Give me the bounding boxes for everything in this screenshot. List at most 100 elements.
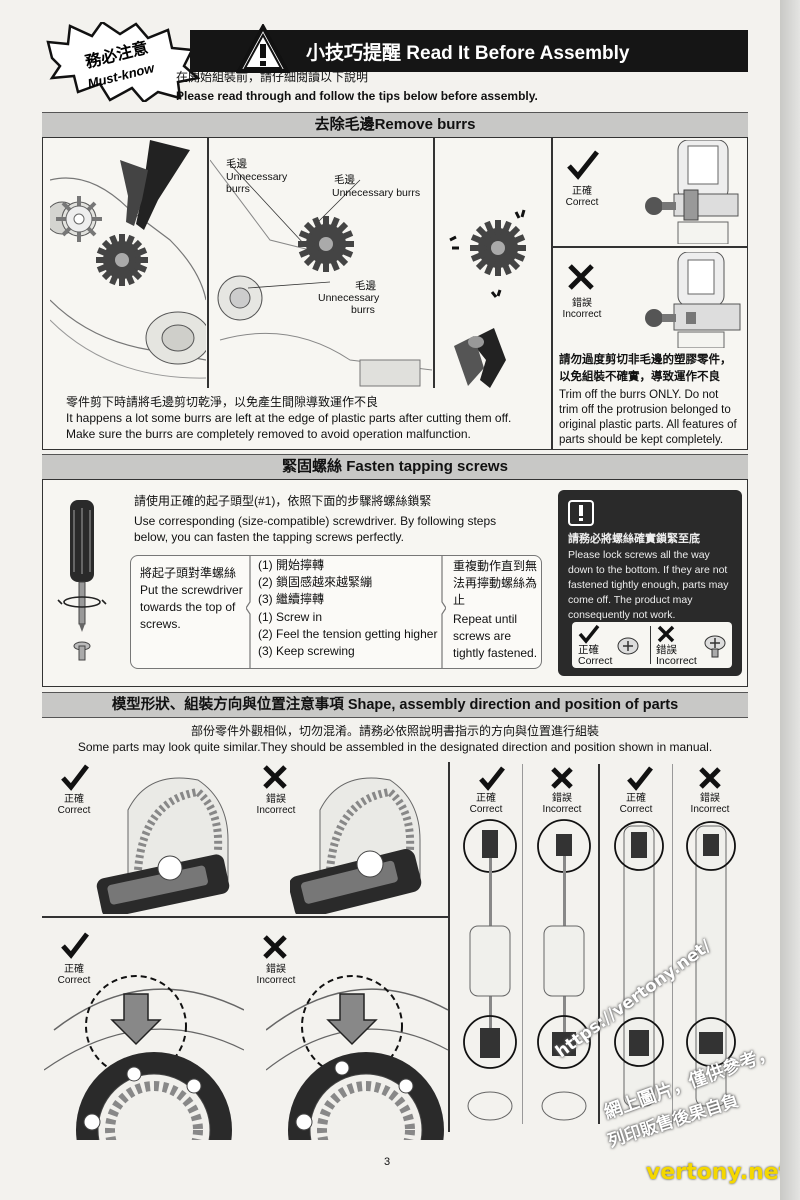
- incorrect-label-en: Incorrect: [656, 655, 697, 667]
- divider: [42, 916, 448, 918]
- correct-label-zh: 正確: [476, 793, 496, 804]
- intro-en: Please read through and follow the tips …: [176, 89, 538, 103]
- burr-label-en: Unnecessary: [318, 292, 380, 304]
- correct-label-en: Correct: [619, 804, 653, 815]
- correct-label-en: Correct: [565, 197, 599, 208]
- section-title-burrs: 去除毛邊Remove burrs: [42, 112, 748, 138]
- align-en: towards the top of: [140, 600, 236, 614]
- divider: [598, 764, 600, 1124]
- correct-label-en: Correct: [57, 805, 91, 816]
- page-edge: [780, 0, 800, 1200]
- step-en: (1) Screw in: [258, 610, 323, 624]
- step-zh: (3) 繼續擰轉: [258, 592, 325, 606]
- steps-box: [130, 555, 542, 669]
- divider: [551, 138, 553, 449]
- ring-gear-correct: [44, 975, 244, 1140]
- burrs-caption-en: Make sure the burrs are completely remov…: [66, 427, 471, 441]
- repeat-zh: 重複動作直到無: [453, 559, 538, 573]
- step-en: (2) Feel the tension getting higher: [258, 627, 438, 641]
- check-icon: [61, 764, 89, 791]
- warning-icon: [236, 24, 290, 73]
- warning-en: come off. The product may: [568, 594, 693, 606]
- burrs-note-zh: 以免組裝不確實，導致運作不良: [559, 371, 720, 383]
- correct-label-zh: 正確: [578, 644, 599, 656]
- step-zh: (1) 開始擰轉: [258, 558, 325, 572]
- part-incorrect-illustration: [645, 252, 741, 348]
- burr-label-en: Unnecessary: [226, 171, 288, 183]
- burr-label-en: burrs: [351, 304, 375, 316]
- warning-en: fastened tightly enough, parts may: [568, 579, 729, 591]
- repeat-en: tightly fastened.: [453, 646, 538, 660]
- burrs-note-en: parts should be kept completely.: [559, 434, 724, 446]
- warning-en: consequently not work.: [568, 609, 676, 621]
- correct-label-zh: 正確: [572, 186, 592, 197]
- correct-label-zh: 正確: [64, 794, 84, 805]
- check-icon: [479, 766, 505, 791]
- nippers-illustration: [449, 209, 526, 388]
- incorrect-label-en: Incorrect: [562, 309, 602, 320]
- gear-parts-illustration: [210, 159, 432, 387]
- curved-rack-correct: [96, 777, 230, 914]
- cross-icon: [568, 264, 594, 290]
- check-icon: [567, 150, 599, 180]
- burrs-caption-zh: 零件剪下時請將毛邊剪切乾淨，以免產生間隙導致運作不良: [66, 395, 379, 409]
- warning-zh: 請務必將螺絲確實鎖緊至底: [568, 533, 700, 545]
- step-en: (3) Keep screwing: [258, 644, 355, 658]
- burr-label-zh: 毛邊: [226, 158, 247, 170]
- screw-warning-box: 請務必將螺絲確實鎖緊至底 Please lock screws all the …: [558, 490, 742, 676]
- burrs-note-en: Trim off the burrs ONLY. Do not: [559, 389, 719, 401]
- ring-gear-incorrect: [266, 975, 448, 1140]
- burrs-note-en: original plastic parts. All features of: [559, 419, 737, 431]
- incorrect-label-en: Incorrect: [256, 805, 296, 816]
- repeat-en: screws are: [453, 629, 512, 643]
- intro-zh: 在開始組裝前，請仔細閱讀以下說明: [176, 70, 369, 84]
- section-title-screws: 緊固螺絲 Fasten tapping screws: [42, 454, 748, 480]
- burrs-note-zh: 請勿過度剪切非毛邊的塑膠零件，: [559, 354, 732, 366]
- section-title-shape: 模型形狀、組裝方向與位置注意事項 Shape, assembly directi…: [42, 692, 748, 718]
- screw-head-flush-icon: [617, 637, 639, 655]
- shape-intro-en: Some parts may look quite similar.They s…: [77, 740, 713, 754]
- incorrect-label-en: Incorrect: [542, 804, 582, 815]
- align-en: Put the screwdriver: [140, 583, 243, 597]
- part-correct-illustration: [645, 140, 739, 244]
- shaft-incorrect-1: [537, 819, 591, 1121]
- incorrect-label-zh: 錯誤: [552, 793, 572, 804]
- screw-compare: 正確 Correct 錯誤 Incorrect: [572, 622, 732, 668]
- screws-intro-zh: 請使用正確的起子頭型(#1)，依照下面的步驟將螺絲鎖緊: [134, 494, 432, 508]
- gear-icon: [56, 196, 102, 242]
- screwdriver-icon: [57, 500, 107, 661]
- check-icon: [627, 766, 653, 791]
- cross-icon: [699, 767, 721, 789]
- shaft-incorrect-2: [686, 821, 736, 1107]
- repeat-en: Repeat until: [453, 612, 518, 626]
- check-icon: [61, 932, 89, 959]
- warning-en: Please lock screws all the way: [568, 549, 710, 561]
- burr-label-en: burrs: [226, 183, 250, 195]
- watermark-site: vertony.net: [646, 1160, 790, 1185]
- burrs-note-en: trim off the protrusion belonged to: [559, 404, 731, 416]
- repeat-zh: 止: [453, 593, 466, 607]
- divider: [672, 764, 673, 1124]
- divider: [207, 138, 209, 388]
- cross-icon: [551, 767, 573, 789]
- correct-label-zh: 正確: [626, 793, 646, 804]
- burr-label-zh: 毛邊: [355, 280, 376, 292]
- align-en: screws.: [140, 617, 181, 631]
- burr-label-en: Unnecessary burrs: [332, 187, 421, 199]
- exclamation-icon: [568, 500, 594, 526]
- check-icon: [578, 624, 600, 644]
- burr-label-zh: 毛邊: [334, 174, 355, 186]
- divider: [650, 626, 651, 664]
- shape-intro-zh: 部份零件外觀相似，切勿混淆。請務必依照說明書指示的方向與位置進行組裝: [190, 724, 599, 738]
- divider: [522, 764, 523, 1124]
- burrs-caption-en: It happens a lot some burrs are left at …: [66, 411, 512, 425]
- correct-label-zh: 正確: [64, 964, 84, 975]
- cross-icon: [657, 625, 675, 643]
- screws-intro-en: below, you can fasten the tapping screws…: [134, 530, 404, 544]
- incorrect-label-zh: 錯誤: [266, 964, 286, 975]
- align-zh: 將起子頭對準螺絲: [140, 566, 237, 580]
- header-title: 小技巧提醒 Read It Before Assembly: [306, 43, 630, 64]
- divider: [552, 246, 747, 248]
- repeat-zh: 法再擰動螺絲為: [453, 576, 538, 590]
